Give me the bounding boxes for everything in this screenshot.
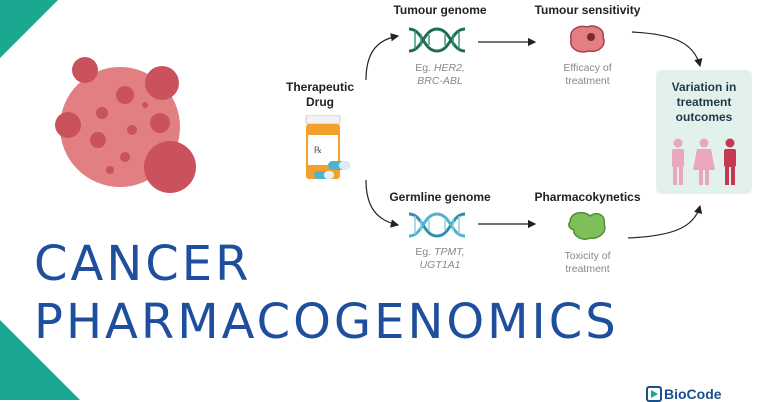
title-line-cancer: CANCER [34, 236, 252, 292]
example-genes-2: UGT1A1 [419, 259, 461, 271]
title-line-pharmacogenomics: PHARMACOGENOMICS [34, 294, 619, 350]
tumour-sensitivity-title: Tumour sensitivity [534, 3, 641, 17]
svg-text:℞: ℞ [314, 145, 322, 155]
toxicity-text: Toxicity of [564, 250, 611, 262]
example-genes-2: BRC-ABL [417, 75, 463, 87]
liver-icon [568, 211, 606, 241]
people-icon [672, 138, 736, 185]
outcome-box: Variation in treatment outcomes [656, 70, 752, 194]
example-prefix: Eg. [415, 246, 435, 258]
therapeutic-drug-label: Therapeutic Drug [285, 80, 354, 109]
efficacy-text: Efficacy of [563, 62, 612, 74]
tumour-icon [570, 25, 605, 53]
cancer-cell-illustration [55, 57, 196, 193]
example-prefix: Eg. [415, 62, 434, 74]
pill-bottle-icon: ℞ [305, 115, 350, 179]
top-left-corner-triangle [0, 0, 58, 58]
efficacy-text-2: treatment [565, 75, 610, 87]
tumour-sensitivity-desc: Efficacy of treatment [545, 62, 630, 88]
dna-helix-icon [408, 27, 466, 53]
brand-name[interactable]: BioCode [664, 386, 722, 402]
bottom-left-corner-triangle [0, 320, 80, 400]
example-genes: HER2, [433, 62, 465, 74]
tumour-genome-title: Tumour genome [393, 3, 487, 17]
dna-helix-icon [408, 212, 466, 238]
pharmacokinetics-title: Pharmacokynetics [534, 190, 641, 204]
example-genes: TPMT, [434, 246, 465, 258]
tumour-genome-examples: Eg. HER2, BRC-ABL [400, 62, 480, 88]
toxicity-text-2: treatment [565, 263, 610, 275]
outcome-title: Variation in treatment outcomes [671, 80, 737, 124]
pharmacokinetics-desc: Toxicity of treatment [545, 250, 630, 276]
germline-genome-title: Germline genome [389, 190, 491, 204]
germline-genome-examples: Eg. TPMT, UGT1A1 [400, 246, 480, 272]
